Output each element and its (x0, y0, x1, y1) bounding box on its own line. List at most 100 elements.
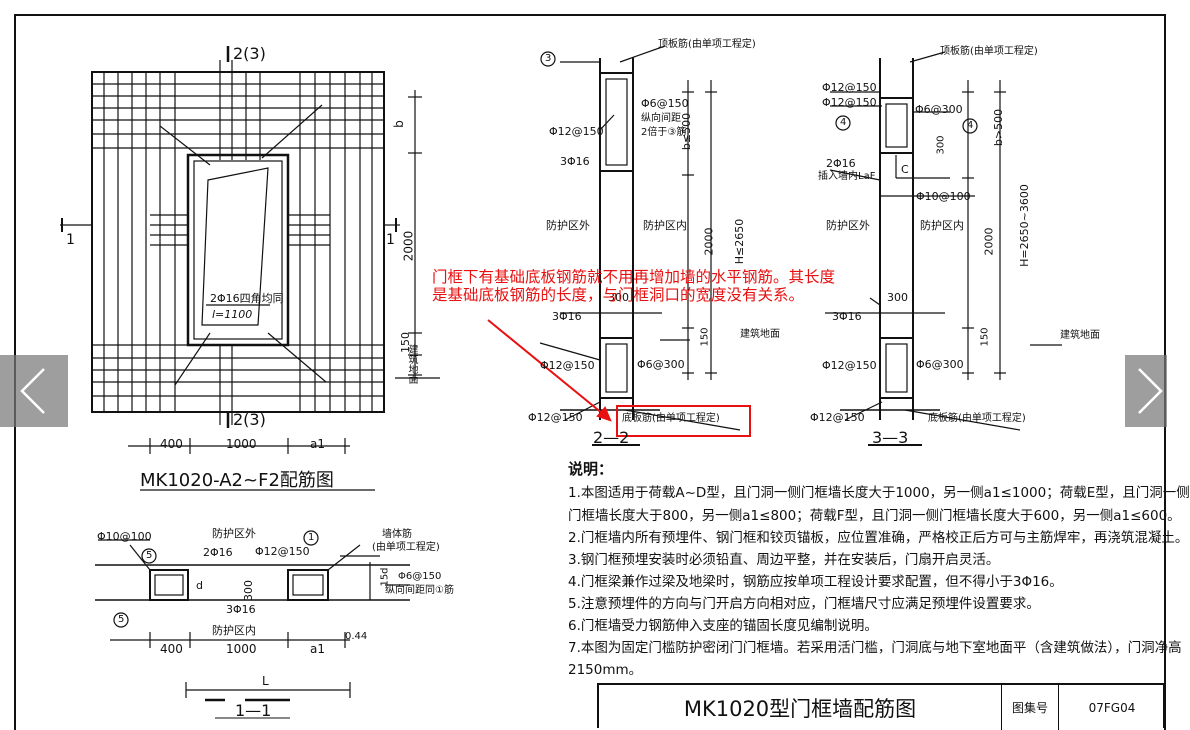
s2-top-label: 顶板筋(由单项工程定) (658, 39, 756, 50)
section-mark-bottom: 2(3) (233, 410, 266, 429)
s3-dim-150: 150 (979, 327, 991, 347)
s2-dim-H: H≤2650 (733, 218, 747, 265)
s1-dim-L: L (262, 674, 269, 688)
s1-circle-1: 1 (308, 532, 315, 543)
s3-label-c: C (901, 163, 909, 176)
note-line: 3.钢门框预埋安装时必须铅直、周边平整，并在安装后，门扇开启灵活。 (568, 552, 1000, 568)
s2-dim-150: 150 (699, 327, 711, 347)
s3-rebar-phi12-base: Φ12@150 (810, 411, 865, 424)
s1-dim-a1: a1 (310, 642, 325, 656)
s3-rebar-phi10: Φ10@100 (916, 190, 971, 203)
s2-spacing-2: 2倍于③筋 (641, 127, 687, 138)
elev-rebar-note-1: 2Φ16四角均同 (210, 292, 284, 305)
elev-dim-400: 400 (160, 437, 183, 451)
s1-outside: 防护区外 (212, 527, 256, 540)
s3-outside: 防护区外 (826, 219, 870, 232)
s2-floor: 建筑地面 (740, 329, 780, 340)
s3-dim-2000: 2000 (982, 227, 996, 256)
elev-rebar-note-2: l=1100 (212, 308, 253, 321)
section-3-title: 3—3 (872, 428, 909, 447)
s3-rebar-phi12-bot: Φ12@150 (822, 359, 877, 372)
note-line: 6.门框墙受力钢筋伸入支座的锚固长度见编制说明。 (568, 618, 878, 634)
s1-dim-044: 0.44 (345, 631, 368, 642)
s1-dim-15d: 15d (379, 567, 391, 587)
s1-spacing: 纵向间距同①筋 (385, 585, 454, 596)
s1-rebar-3phi16: 3Φ16 (226, 603, 256, 616)
s2-outside: 防护区外 (546, 219, 590, 232)
s2-rebar-phi12-base: Φ12@150 (528, 411, 583, 424)
section-mark-left: 1 (66, 232, 75, 248)
rebar-drawing (14, 14, 1166, 730)
annotation-graphics (487, 319, 751, 437)
s1-rebar-phi6: Φ6@150 (398, 571, 442, 582)
s3-base-label: 底板筋(由单项工程定) (928, 413, 1026, 424)
s2-spacing-1: 纵向间距 (641, 113, 681, 124)
title-block-divider (1058, 685, 1059, 730)
s2-dim-2000: 2000 (702, 227, 716, 256)
s1-dim-300: 300 (242, 580, 255, 601)
s3-dim-H: H=2650~3600 (1017, 184, 1031, 267)
s2-rebar-3phi16-bot: 3Φ16 (552, 310, 582, 323)
s1-dim-400: 400 (160, 642, 183, 656)
next-page-button[interactable] (1125, 355, 1167, 427)
s3-rebar-3phi16: 3Φ16 (832, 310, 862, 323)
s2-rebar-phi12: Φ12@150 (549, 125, 604, 138)
s2-circle-3: 3 (545, 53, 552, 64)
note-line: 7.本图为固定门槛防护密闭门门框墙。若采用活门槛，门洞底与地下室地面平（含建筑做… (568, 640, 1182, 656)
annotation-line-1: 门框下有基础底板钢筋就不用再增加墙的水平钢筋。其长度 (432, 268, 836, 286)
s2-dim-300: 300 (608, 291, 629, 304)
s3-dim-300b: 300 (887, 291, 908, 304)
s3-rebar-phi6-300-bot: Φ6@300 (916, 358, 964, 371)
s1-rebar-2phi16: 2Φ16 (203, 546, 233, 559)
s1-wall-label: 墙体筋 (382, 529, 412, 540)
note-line: 2.门框墙内所有预埋件、钢门框和铰页锚板，应位置准确，严格校正后方可与主筋焊牢，… (568, 530, 1189, 546)
atlas-label: 图集号 (1011, 701, 1048, 715)
s2-rebar-phi12-bot: Φ12@150 (540, 359, 595, 372)
s3-circle-4b: 4 (967, 120, 974, 131)
s3-circle-4a: 4 (840, 117, 847, 128)
elev-dim-2000: 2000 (401, 230, 416, 262)
s2-rebar-3phi16: 3Φ16 (560, 155, 590, 168)
s1-rebar-phi12: Φ12@150 (255, 545, 310, 558)
title-block: MK1020型门框墙配筋图 图集号 07FG04 (597, 683, 1165, 730)
s1-circle-5b: 5 (118, 614, 125, 625)
s1-dim-1000: 1000 (226, 642, 257, 656)
note-line: 门框墙长度大于800，另一侧a1≤800；荷载F型，且门洞一侧门框墙长度大于60… (568, 508, 1181, 524)
drawing-sheet: 2(3) 2(3) 1 1 b 2000 150 建筑地面 2Φ16四角均同 l… (0, 14, 1190, 730)
chevron-left-icon (20, 368, 45, 414)
s1-rebar-top-left: Φ10@100 (97, 530, 152, 543)
section-mark-top: 2(3) (233, 44, 266, 63)
section-1-title: 1—1 (235, 701, 272, 720)
elev-dim-1000: 1000 (226, 437, 257, 451)
s2-rebar-phi6-150: Φ6@150 (641, 97, 689, 110)
s1-inside: 防护区内 (212, 624, 256, 637)
notes-title: 说明： (568, 460, 614, 478)
s3-top-label: 顶板筋(由单项工程定) (940, 46, 1038, 57)
s3-rebar-b: Φ12@150 (822, 96, 877, 109)
s3-dim-300: 300 (935, 135, 947, 155)
annotation-line-2: 是基础底板钢筋的长度，与门框洞口的宽度没有关系。 (432, 286, 805, 304)
note-line: 2150mm。 (568, 662, 643, 678)
s3-inside: 防护区内 (920, 219, 964, 232)
title-block-divider (1001, 685, 1002, 730)
s2-base-label: 底板筋(由单项工程定) (622, 413, 720, 424)
note-line: 1.本图适用于荷载A~D型，且门洞一侧门框墙长度大于1000，另一侧a1≤100… (568, 485, 1190, 501)
elev-dim-b: b (391, 120, 406, 128)
s1-circle-5a: 5 (146, 550, 153, 561)
s3-anchor: 插入墙内LaF (818, 171, 876, 182)
drawing-title: MK1020型门框墙配筋图 (683, 696, 917, 721)
section-mark-right: 1 (386, 232, 395, 248)
s2-inside: 防护区内 (643, 219, 687, 232)
s2-dim-b500: b≤500 (680, 112, 694, 151)
s2-rebar-phi6-300: Φ6@300 (637, 358, 685, 371)
s3-rebar-a: Φ12@150 (822, 81, 877, 94)
s1-wall-label-2: (由单项工程定) (372, 542, 440, 553)
chevron-right-icon (1138, 368, 1163, 414)
prev-page-button[interactable] (0, 355, 68, 427)
note-line: 5.注意预埋件的方向与门开启方向相对应，门框墙尺寸应满足预埋件设置要求。 (568, 596, 1040, 612)
s1-dim-d: d (196, 579, 203, 592)
elev-floor-label: 建筑地面 (406, 344, 417, 384)
s3-rebar-2phi16: 2Φ16 (826, 157, 856, 170)
elev-dim-a1: a1 (310, 437, 325, 451)
elevation-title: MK1020-A2~F2配筋图 (140, 470, 334, 491)
